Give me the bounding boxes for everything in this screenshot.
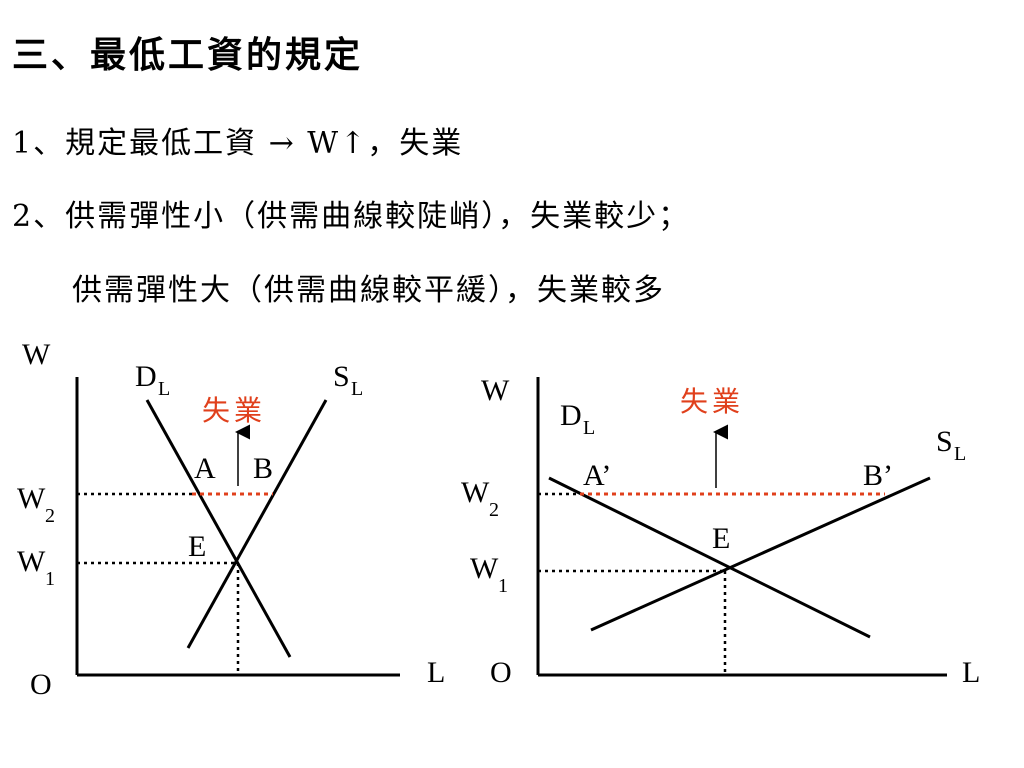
left-w1-label: W [17,545,46,578]
left-point-b: B [253,452,273,485]
point-2-continued: 供需彈性大（供需曲線較平緩），失業較多 [72,273,665,308]
right-supply-subscript: L [954,443,966,465]
left-supply-curve [186,399,328,649]
left-demand-curve [145,399,292,658]
right-point-b: B’ [863,459,893,492]
left-origin-label: O [30,668,52,701]
right-w2-label: W [461,476,490,509]
left-supply-label: S [333,360,350,393]
left-unemployment-label: 失業 [202,394,266,427]
right-l-axis-label: L [962,656,980,689]
left-point-e: E [188,530,206,563]
page-title: 三、最低工資的規定 [12,34,364,76]
left-demand-label: D [135,360,157,393]
right-point-e: E [712,522,730,555]
left-w2-label: W [17,482,46,515]
left-w1-subscript: 1 [45,568,55,590]
right-origin-label: O [490,656,512,689]
right-demand-subscript: L [583,417,595,439]
left-graph: W L O D L S L W 2 W 1 A B E 失業 [17,338,445,701]
left-w-axis-label: W [22,338,51,371]
right-supply-label: S [936,425,953,458]
left-l-axis-label: L [427,656,445,689]
left-point-a: A [194,452,216,485]
right-w1-subscript: 1 [498,575,508,597]
right-demand-label: D [560,399,582,432]
right-demand-curve [548,476,871,639]
right-w-axis-label: W [481,374,510,407]
point-2: 2、供需彈性小（供需曲線較陡峭），失業較少； [12,199,691,234]
right-supply-curve [590,476,931,632]
right-w1-label: W [470,552,499,585]
left-supply-subscript: L [351,378,363,400]
right-w2-subscript: 2 [489,499,499,521]
right-unemployment-label: 失業 [680,385,744,418]
right-graph: W L O D L S L W 2 W 1 A’ B’ E 失業 [461,374,980,689]
left-w2-subscript: 2 [45,505,55,527]
left-demand-subscript: L [158,378,170,400]
point-1: 1、規定最低工資 → W↑，失業 [12,126,464,161]
right-point-a: A’ [583,459,611,492]
